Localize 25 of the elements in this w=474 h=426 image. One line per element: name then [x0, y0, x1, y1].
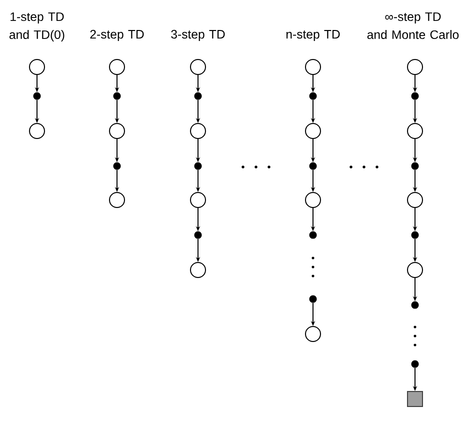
state-circle: [29, 59, 45, 75]
state-circle: [407, 123, 423, 139]
state-circle: [305, 326, 321, 342]
state-circle: [305, 123, 321, 139]
action-dot: [411, 360, 419, 368]
state-circle: [190, 192, 206, 208]
state-circle: [109, 123, 125, 139]
column-heading: 2-step TD: [90, 30, 144, 42]
state-circle: [305, 59, 321, 75]
state-circle: [407, 262, 423, 278]
state-circle: [109, 59, 125, 75]
state-circle: [407, 59, 423, 75]
column-heading: ∞-step TD and Monte Carlo: [367, 12, 459, 40]
column-heading: 1-step TD and TD(0): [10, 12, 64, 42]
state-circle: [190, 262, 206, 278]
state-circle: [407, 192, 423, 208]
state-circle: [29, 123, 45, 139]
state-circle: [190, 59, 206, 75]
terminal-square: [407, 391, 423, 407]
column-heading: 3-step TD: [171, 30, 225, 42]
state-circle: [305, 192, 321, 208]
column-heading: n-step TD: [286, 30, 340, 42]
state-circle: [190, 123, 206, 139]
action-dot: [309, 295, 317, 303]
state-circle: [109, 192, 125, 208]
